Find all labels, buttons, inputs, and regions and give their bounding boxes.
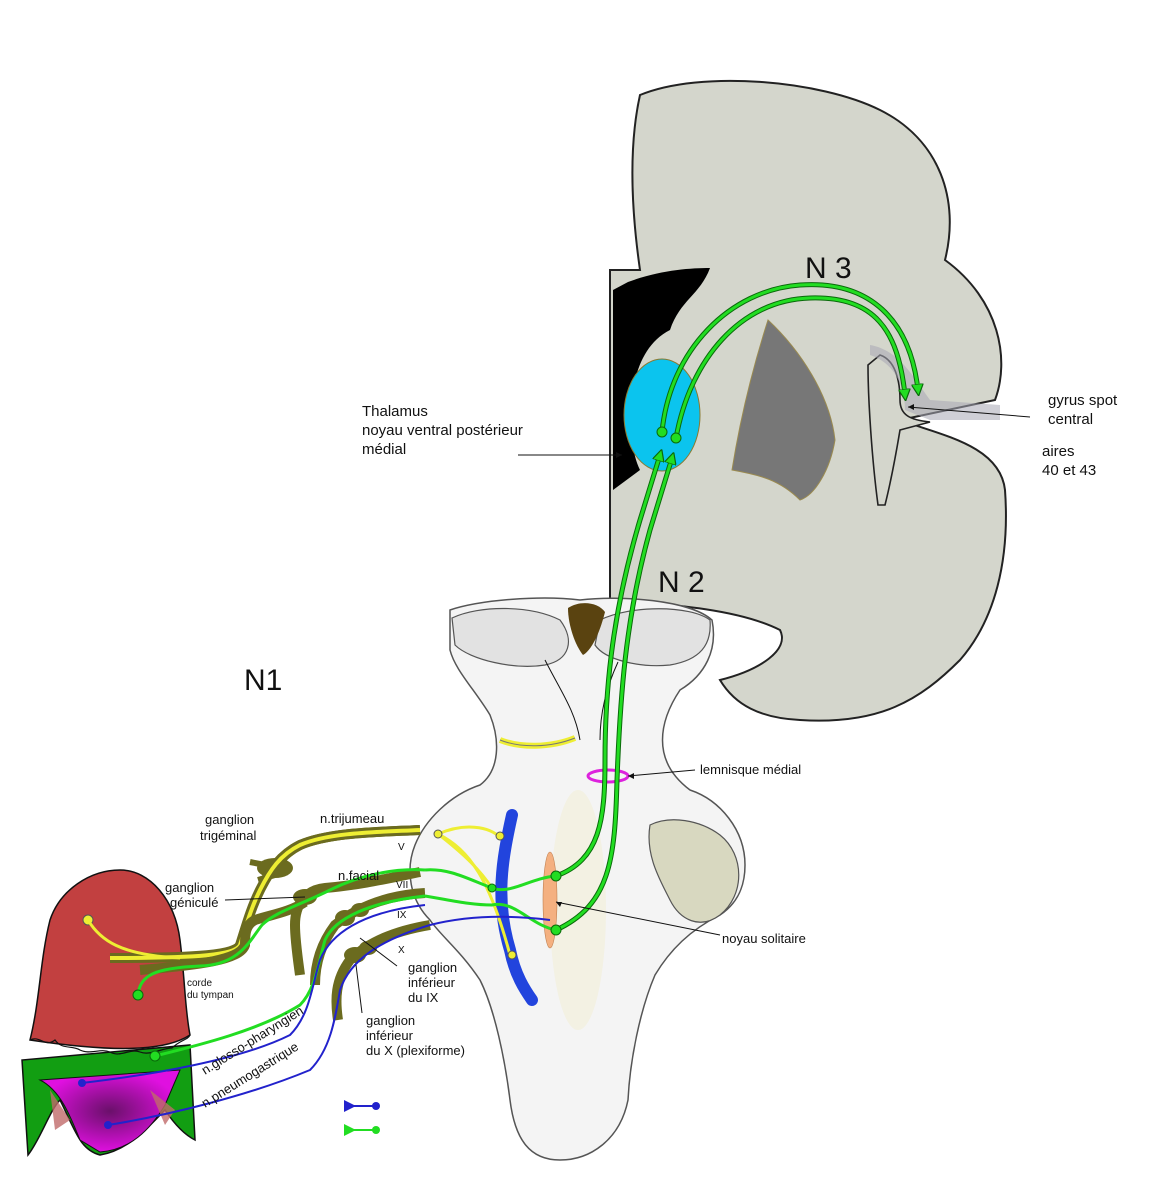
thalamus-nucleus-label-1: noyau ventral postérieur: [362, 422, 523, 439]
gyrus-label-1: gyrus spot: [1048, 392, 1118, 409]
areas-label-1: aires: [1042, 443, 1075, 460]
areas-label-2: 40 et 43: [1042, 462, 1096, 479]
medial-lemniscus-label: lemnisque médial: [700, 762, 801, 777]
brainstem: [409, 597, 746, 1161]
blue-pathway: [78, 904, 551, 1129]
inf-ganglion-x-label-3: du X (plexiforme): [366, 1043, 465, 1058]
n1-label: N1: [244, 664, 282, 697]
inf-ganglion-x-label-1: ganglion: [366, 1013, 415, 1028]
green-pathway: [132, 282, 918, 1062]
thalamus-nucleus-label-2: médial: [362, 441, 406, 458]
facial-nerve-label: n.facial: [338, 868, 379, 883]
roman-v-label: V: [398, 842, 405, 853]
aqueduct: [568, 603, 605, 655]
ventricle: [613, 268, 710, 490]
trigeminal-ganglion-label-1: ganglion: [205, 812, 254, 827]
geniculate-ganglion-label-1: ganglion: [165, 880, 214, 895]
spinal-trigeminal-nucleus: [495, 809, 538, 1006]
n2-label: N 2: [658, 566, 705, 599]
gyrus-shadow: [870, 345, 1000, 420]
brain-section: [609, 79, 1007, 722]
n3-label: N 3: [805, 252, 852, 285]
basal-ganglia: [731, 319, 836, 501]
trigeminal-ganglion-label-2: trigéminal: [200, 828, 256, 843]
geniculate-ganglion-label-2: géniculé: [170, 895, 218, 910]
chorda-tympani-label-2: du tympan: [187, 990, 234, 1001]
roman-vii-label: VII: [396, 880, 408, 891]
inf-ganglion-x-label-2: inférieur: [366, 1028, 414, 1043]
inf-ganglion-ix-label-2: inférieur: [408, 975, 456, 990]
cerebellar-peduncle: [648, 819, 740, 923]
inf-ganglion-ix-label-3: du IX: [408, 990, 439, 1005]
nerves: [82, 825, 517, 1021]
legend: [344, 1100, 380, 1136]
inf-ganglion-ix-label-1: ganglion: [408, 960, 457, 975]
leader-lines: [224, 404, 1031, 1014]
chorda-tympani-label-1: corde: [187, 978, 212, 989]
roman-x-label: X: [398, 945, 405, 956]
thalamus-label: Thalamus: [362, 403, 428, 420]
roman-ix-label: IX: [397, 910, 407, 921]
trigeminal-nerve-label: n.trijumeau: [320, 811, 384, 826]
solitary-nucleus-label: noyau solitaire: [722, 931, 806, 946]
gyrus-label-2: central: [1048, 411, 1093, 428]
